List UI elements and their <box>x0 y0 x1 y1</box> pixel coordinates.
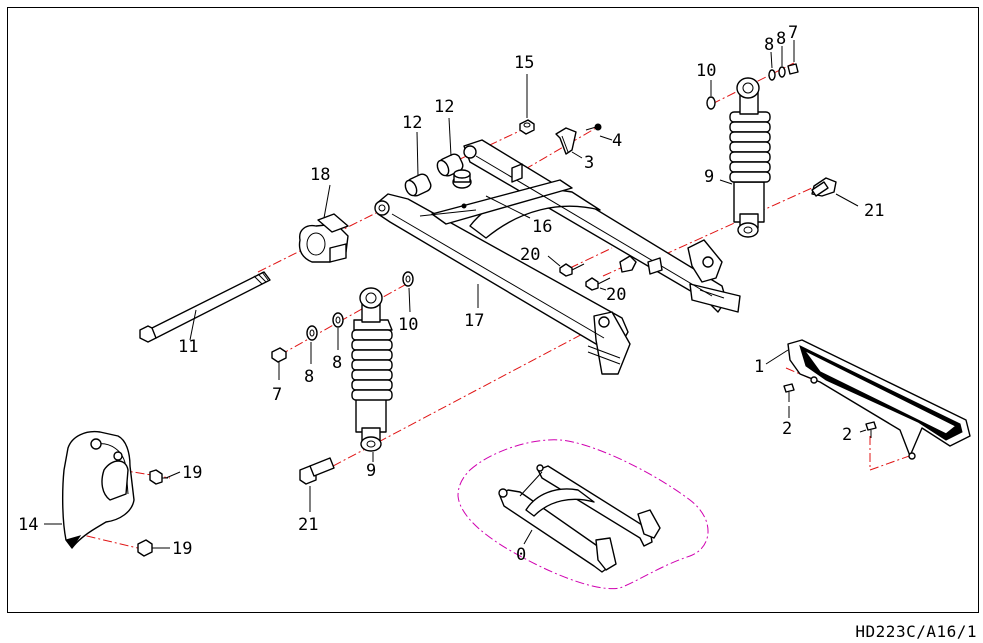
callout-1: 1 <box>754 357 764 377</box>
drawing-code-label: HD223C/A16/1 <box>855 622 977 641</box>
callout-8-left: 8 <box>304 367 314 387</box>
callout-10-right: 10 <box>696 61 716 81</box>
callout-leaders <box>44 40 867 549</box>
callout-8-right-2: 8 <box>776 29 786 49</box>
callout-21-left: 21 <box>298 515 318 535</box>
shock-absorber-right <box>729 77 771 238</box>
callout-3: 3 <box>584 153 594 173</box>
callout-12-right: 12 <box>434 97 454 117</box>
shock-absorber-left <box>351 287 393 452</box>
callout-10-left: 10 <box>398 315 418 335</box>
chain-guard <box>787 339 971 460</box>
callout-2-left: 2 <box>782 419 792 439</box>
callout-18: 18 <box>310 165 330 185</box>
callout-labels: 18 12 12 15 4 3 16 20 20 17 11 7 8 8 10 … <box>18 23 884 565</box>
shock-lower-bolts <box>299 177 837 485</box>
callout-17: 17 <box>464 311 484 331</box>
callout-8-right: 8 <box>764 35 774 55</box>
small-fasteners <box>511 119 602 183</box>
callout-2-right: 2 <box>842 425 852 445</box>
callout-0: 0 <box>516 545 526 565</box>
callout-14: 14 <box>18 515 38 535</box>
swing-arm <box>374 139 741 375</box>
mudguard-screws <box>137 469 168 557</box>
rear-mudguard <box>61 430 135 549</box>
callout-15: 15 <box>514 53 534 73</box>
swing-arm-bushings <box>404 153 472 197</box>
callout-9-right: 9 <box>704 167 714 187</box>
callout-11: 11 <box>178 337 198 357</box>
chain-guard-screws <box>783 383 877 438</box>
callout-7-right: 7 <box>788 23 798 43</box>
pivot-bolt <box>139 271 271 343</box>
callout-8-middle: 8 <box>332 353 342 373</box>
drawing-frame <box>7 7 979 613</box>
chain-adjuster-block <box>298 213 349 263</box>
callout-21-right: 21 <box>864 201 884 221</box>
callout-9-left: 9 <box>366 461 376 481</box>
callout-20-lower: 20 <box>606 285 626 305</box>
callout-16: 16 <box>532 217 552 237</box>
callout-20-upper: 20 <box>520 245 540 265</box>
shock-mount-hardware <box>271 63 799 363</box>
callout-19-lower: 19 <box>172 539 192 559</box>
callout-12-left: 12 <box>402 113 422 133</box>
complete-swing-arm-assembly <box>457 439 709 590</box>
callout-7-left: 7 <box>272 385 282 405</box>
callout-4: 4 <box>612 131 622 151</box>
chain-guard-bolts <box>559 255 663 291</box>
callout-19-upper: 19 <box>182 463 202 483</box>
